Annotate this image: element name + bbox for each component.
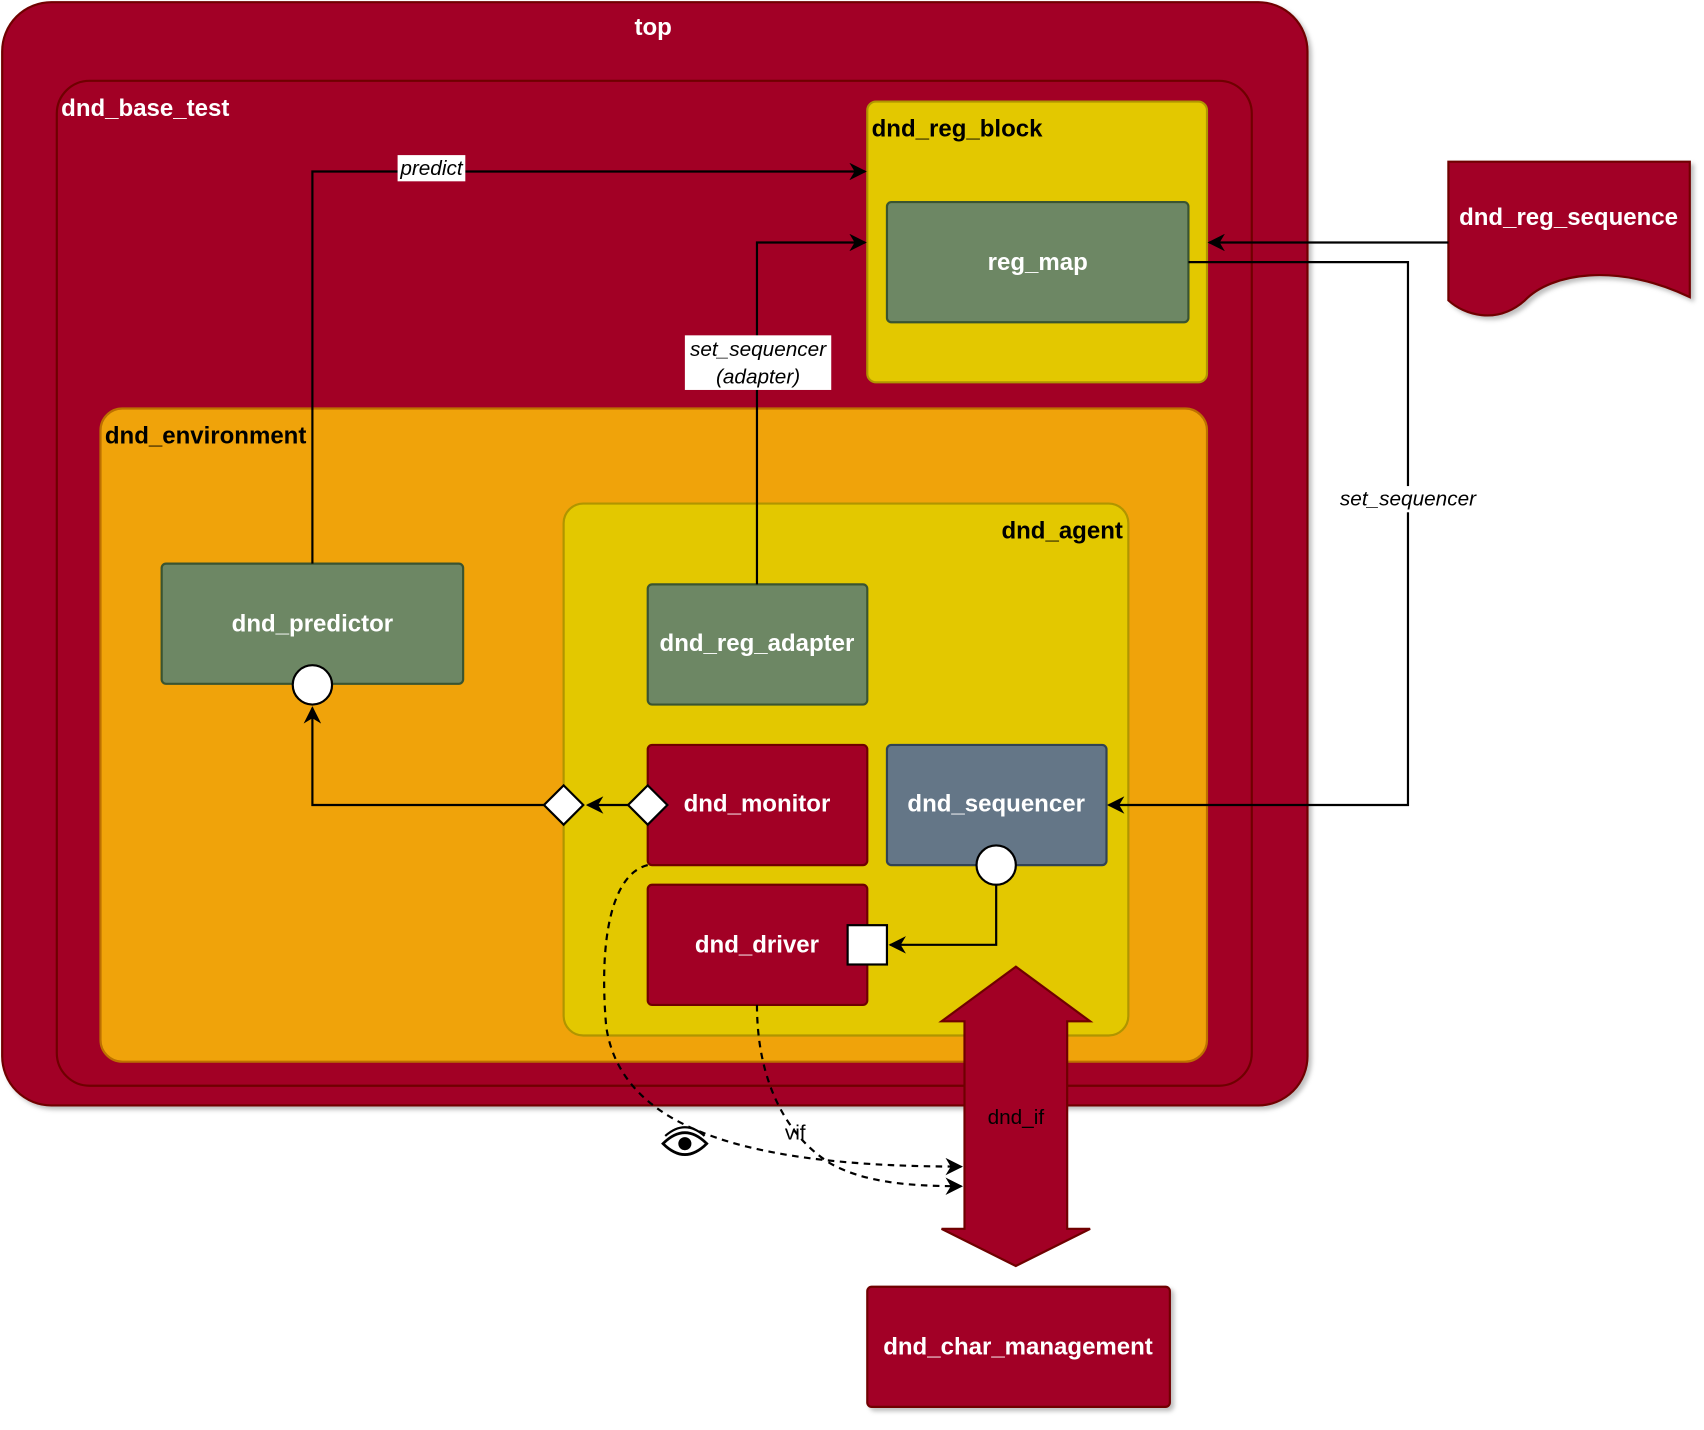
sequencer-label: dnd_sequencer: [907, 791, 1085, 818]
predictor-analysis-export: [291, 664, 334, 706]
set-sequencer-adapter-label-line2: (adapter): [716, 365, 800, 388]
base-test-label: dnd_base_test: [61, 95, 229, 122]
sequencer-block: dnd_sequencer: [885, 743, 1108, 867]
predict-label: predict: [399, 157, 464, 180]
predict-connector: [311, 162, 867, 564]
char-management-block: dnd_char_management: [866, 1285, 1171, 1408]
set-sequencer-adapter-label-bg: [684, 335, 832, 390]
predict-label-bg: [397, 155, 466, 182]
reg-adapter-label: dnd_reg_adapter: [660, 630, 855, 657]
driver-vif-connector: [755, 1004, 963, 1195]
driver-label: dnd_driver: [695, 931, 819, 958]
reg-block-label: dnd_reg_block: [872, 116, 1043, 143]
top-label: top: [635, 14, 672, 41]
reg-map-block: reg_map: [885, 200, 1190, 324]
predictor-block: dnd_predictor: [160, 562, 465, 685]
interface-label: dnd_if: [988, 1106, 1045, 1129]
vif-label: vif: [785, 1121, 806, 1144]
set-sequencer-label-bg: [1334, 486, 1482, 513]
monitor-block: dnd_monitor: [646, 743, 869, 867]
set-sequencer-adapter-label-line1: set_sequencer: [690, 338, 827, 361]
predictor-label: dnd_predictor: [232, 610, 393, 637]
interface-double-arrow: dnd_if: [938, 965, 1094, 1268]
set-sequencer-label: set_sequencer: [1340, 488, 1477, 511]
agent-analysis-port: [542, 783, 585, 827]
set-sequencer-adapter-connector: [755, 233, 867, 585]
set-sequencer-connector: [1106, 261, 1410, 814]
sequencer-to-driver-connector: [888, 884, 998, 954]
driver-block: dnd_driver: [646, 883, 869, 1007]
reg-adapter-block: dnd_reg_adapter: [646, 583, 869, 706]
reg-sequence-label: dnd_reg_sequence: [1459, 204, 1678, 231]
environment-label: dnd_environment: [105, 422, 306, 449]
monitor-analysis-port: [626, 783, 669, 827]
reg-map-label: reg_map: [988, 249, 1088, 276]
agent-label: dnd_agent: [1001, 518, 1122, 545]
char-management-label: dnd_char_management: [883, 1333, 1153, 1360]
monitor-label: dnd_monitor: [684, 791, 831, 818]
eye-icon: [661, 1126, 709, 1156]
monitor-vif-connector: [603, 864, 963, 1176]
reg-sequence-document: dnd_reg_sequence: [1447, 160, 1691, 317]
port-to-predictor-connector: [303, 706, 544, 807]
sequencer-item-export: [975, 844, 1017, 886]
driver-item-port: [846, 924, 889, 966]
